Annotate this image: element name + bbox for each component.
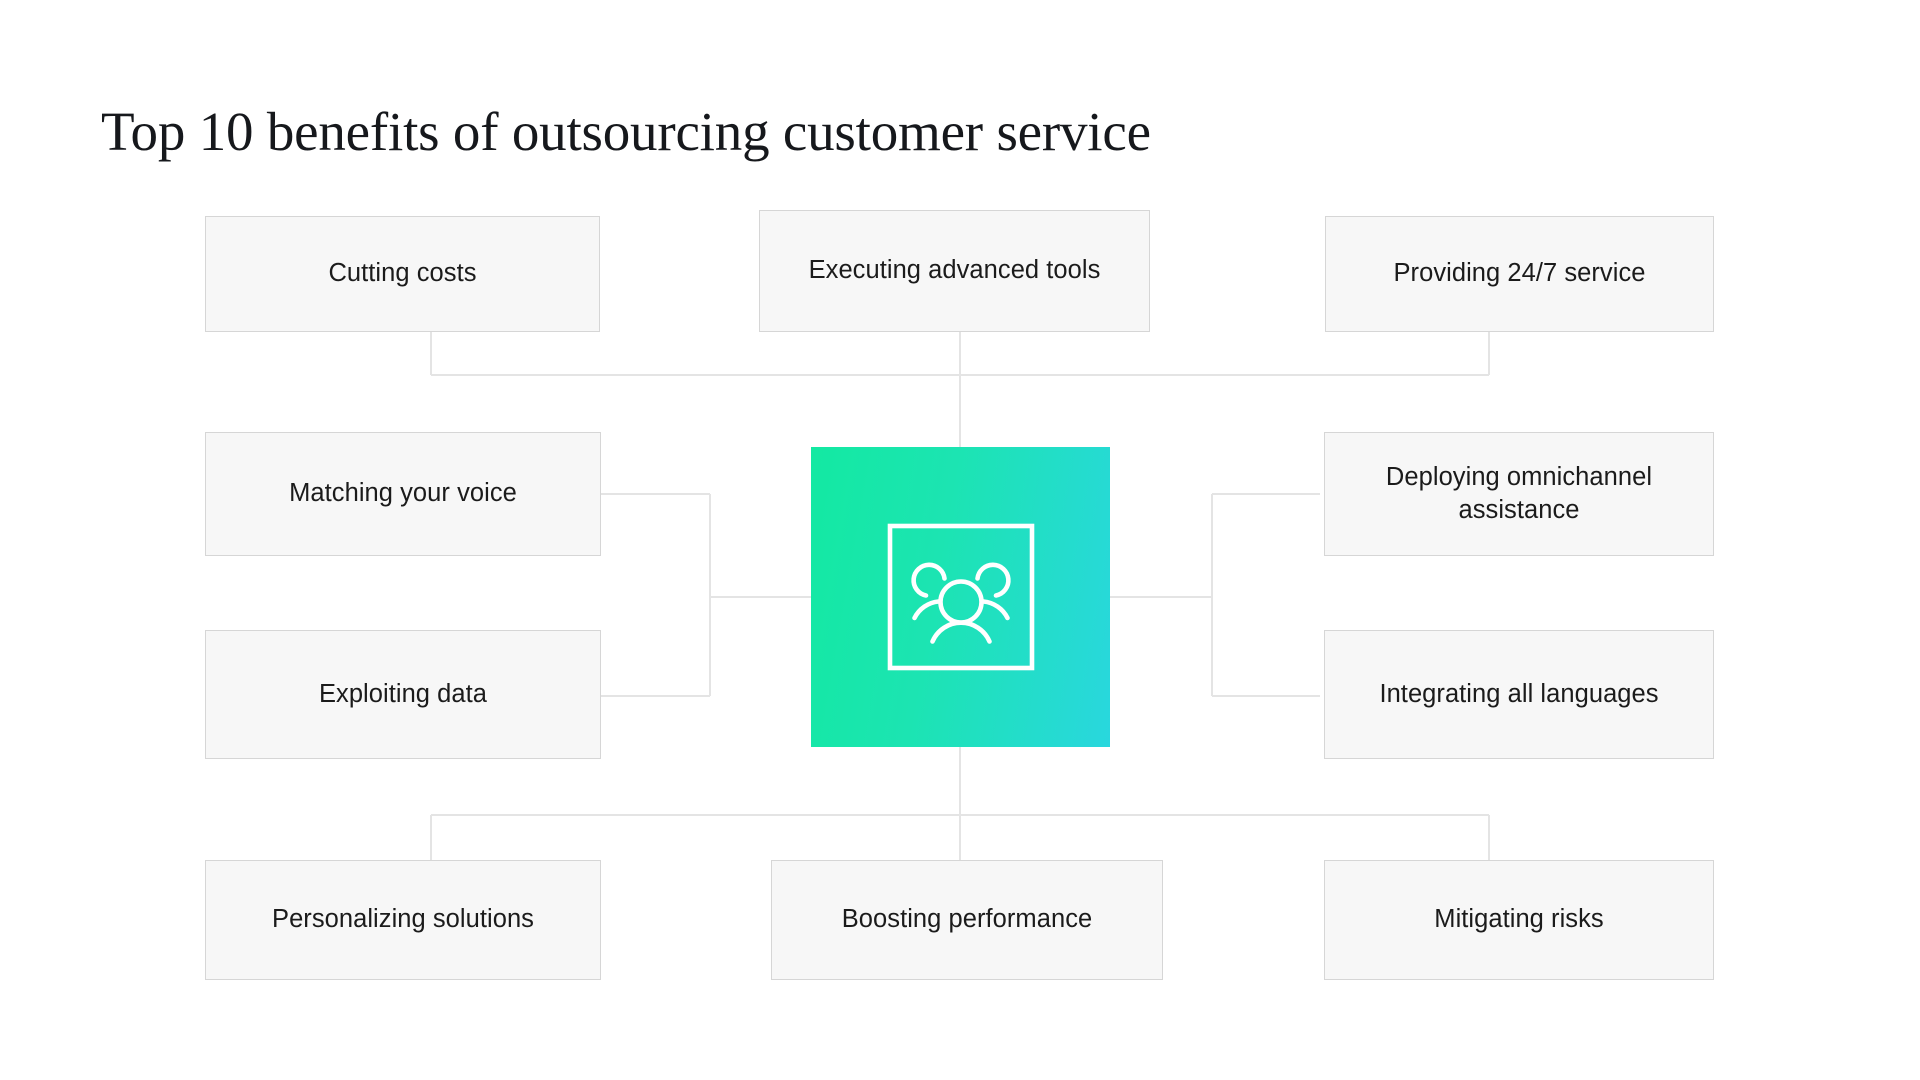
benefit-label: Cutting costs: [328, 259, 477, 288]
benefit-label: Mitigating risks: [1434, 905, 1604, 934]
benefit-box-personalizing-solutions[interactable]: Personalizing solutions: [205, 860, 601, 980]
center-hub-tile: [811, 447, 1110, 747]
benefit-box-integrating-all-languages[interactable]: Integrating all languages: [1324, 630, 1714, 759]
benefit-label: Matching your voice: [289, 479, 517, 508]
benefit-label: Executing advanced tools: [808, 256, 1101, 285]
benefit-label: Integrating all languages: [1379, 679, 1659, 708]
benefit-label: Boosting performance: [841, 905, 1093, 934]
benefit-box-mitigating-risks[interactable]: Mitigating risks: [1324, 860, 1714, 980]
page-title: Top 10 benefits of outsourcing customer …: [101, 100, 1151, 162]
benefit-label: Exploiting data: [318, 679, 488, 708]
benefit-box-matching-your-voice[interactable]: Matching your voice: [205, 432, 601, 556]
benefit-label: Personalizing solutions: [272, 905, 534, 934]
benefit-box-deploying-omnichannel-assistance[interactable]: Deploying omnichannel assistance: [1324, 432, 1714, 556]
benefit-box-executing-advanced-tools[interactable]: Executing advanced tools: [759, 210, 1150, 332]
benefit-label: Providing 24/7 service: [1393, 259, 1646, 288]
benefit-box-boosting-performance[interactable]: Boosting performance: [771, 860, 1163, 980]
benefit-box-providing-24-7-service[interactable]: Providing 24/7 service: [1325, 216, 1714, 332]
benefit-box-exploiting-data[interactable]: Exploiting data: [205, 630, 601, 759]
group-of-people-icon: [887, 523, 1034, 671]
benefit-box-cutting-costs[interactable]: Cutting costs: [205, 216, 600, 332]
benefit-label: Deploying omnichannel assistance: [1385, 462, 1653, 524]
